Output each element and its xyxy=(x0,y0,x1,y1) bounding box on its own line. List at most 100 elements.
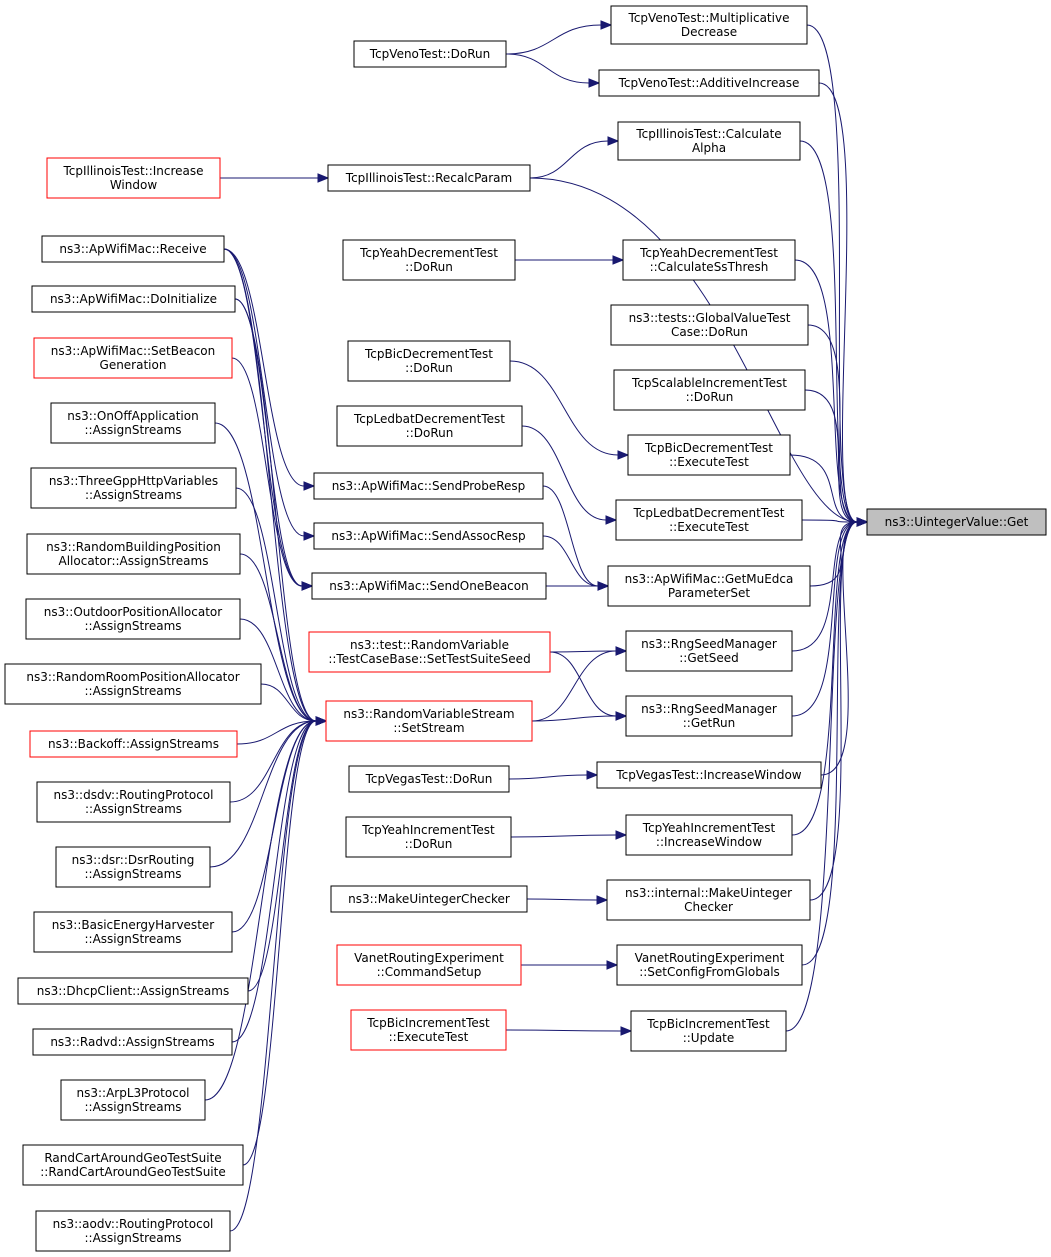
node-label-line: TcpVenoTest::DoRun xyxy=(369,47,490,61)
node-led-exec[interactable]: TcpLedbatDecrementTest::ExecuteTest xyxy=(615,499,803,541)
node-label-line: ::DoRun xyxy=(405,260,453,274)
node-box xyxy=(353,40,507,68)
node-box xyxy=(313,472,544,500)
node-label-line: Window xyxy=(110,178,158,192)
call-edge-ill_incr-to-ill_recalc xyxy=(220,173,330,183)
node-bicinc-exec[interactable]: TcpBicIncrementTest::ExecuteTest xyxy=(350,1009,507,1051)
edge-line xyxy=(531,715,617,722)
node-mk-checker[interactable]: ns3::MakeUintegerChecker xyxy=(330,885,528,913)
node-arp[interactable]: ns3::ArpL3Protocol::AssignStreams xyxy=(60,1079,206,1121)
node-label-line: TcpYeahIncrementTest xyxy=(361,823,495,837)
node-label-line: ::DoRun xyxy=(406,426,454,440)
node-onoff[interactable]: ns3::OnOffApplication::AssignStreams xyxy=(50,402,216,444)
node-box xyxy=(610,5,808,45)
node-rbpa[interactable]: ns3::RandomBuildingPositionAllocator::As… xyxy=(26,533,241,575)
edge-arrowhead xyxy=(588,78,601,88)
edge-arrowhead xyxy=(615,711,628,721)
node-scal-dorun[interactable]: TcpScalableIncrementTest::DoRun xyxy=(613,369,806,411)
node-label-line: TcpIllinoisTest::Increase xyxy=(62,164,203,178)
node-randcart[interactable]: RandCartAroundGeoTestSuite::RandCartArou… xyxy=(22,1144,244,1186)
node-root[interactable]: ns3::UintegerValue::Get xyxy=(866,508,1047,536)
node-ap-assoc[interactable]: ns3::ApWifiMac::SendAssocResp xyxy=(313,522,544,550)
node-label-line: ns3::test::RandomVariable xyxy=(350,638,509,652)
call-edge-vanet_cmd-to-vanet_setcfg xyxy=(521,960,619,970)
node-box xyxy=(345,816,512,858)
node-rroom[interactable]: ns3::RandomRoomPositionAllocator::Assign… xyxy=(4,663,262,705)
node-ill-recalc[interactable]: TcpIllinoisTest::RecalcParam xyxy=(327,164,531,192)
node-label-line: TcpYeahDecrementTest xyxy=(639,246,778,260)
node-aodv[interactable]: ns3::aodv::RoutingProtocol::AssignStream… xyxy=(35,1210,231,1252)
call-edge-rvs_setstream-to-rng_run xyxy=(531,711,628,722)
node-mk-internal[interactable]: ns3::internal::MakeUintegerChecker xyxy=(606,879,811,921)
node-label-line: ns3::OnOffApplication xyxy=(67,409,198,423)
node-label-line: ::AssignStreams xyxy=(84,867,181,881)
node-ap-receive[interactable]: ns3::ApWifiMac::Receive xyxy=(41,235,225,263)
node-vanet-setcfg[interactable]: VanetRoutingExperiment::SetConfigFromGlo… xyxy=(616,944,803,986)
node-rng-run[interactable]: ns3::RngSeedManager::GetRun xyxy=(625,695,793,737)
node-box xyxy=(17,977,249,1005)
node-label-line: ns3::internal::MakeUinteger xyxy=(625,886,792,900)
node-ap-beacon[interactable]: ns3::ApWifiMac::SendOneBeacon xyxy=(311,572,547,600)
call-edge-vegas_dorun-to-vegas_incr xyxy=(508,770,599,780)
node-box xyxy=(50,402,216,444)
node-label-line: ::ExecuteTest xyxy=(389,1030,469,1044)
node-box xyxy=(615,499,803,541)
node-ap-doinit[interactable]: ns3::ApWifiMac::DoInitialize xyxy=(31,285,236,313)
edge-arrowhead xyxy=(615,830,628,840)
node-ap-probe[interactable]: ns3::ApWifiMac::SendProbeResp xyxy=(313,472,544,500)
node-vegas-incr[interactable]: TcpVegasTest::IncreaseWindow xyxy=(596,761,822,789)
node-yeah-dec-dorun[interactable]: TcpYeahDecrementTest::DoRun xyxy=(342,239,516,281)
node-dsdv[interactable]: ns3::dsdv::RoutingProtocol::AssignStream… xyxy=(36,781,231,823)
node-radvd[interactable]: ns3::Radvd::AssignStreams xyxy=(32,1028,233,1056)
edge-line xyxy=(239,553,317,722)
node-label-line: VanetRoutingExperiment xyxy=(354,951,504,965)
node-rng-seed[interactable]: ns3::RngSeedManager::GetSeed xyxy=(625,630,793,672)
call-edge-yeah_dec_dorun-to-yeah_dec_calc xyxy=(515,255,625,265)
node-dhcp[interactable]: ns3::DhcpClient::AssignStreams xyxy=(17,977,249,1005)
edge-line xyxy=(229,720,317,1232)
edge-line xyxy=(807,324,858,523)
edge-arrowhead xyxy=(597,581,610,591)
node-label-line: ns3::ApWifiMac::Receive xyxy=(59,242,206,256)
node-bicdec-exec[interactable]: TcpBicDecrementTest::ExecuteTest xyxy=(627,434,791,476)
edge-line xyxy=(505,1029,622,1032)
node-bicinc-update[interactable]: TcpBicIncrementTest::Update xyxy=(630,1010,787,1052)
call-edge-ap_receive-to-ap_assoc xyxy=(223,248,316,541)
node-ill-incr[interactable]: TcpIllinoisTest::IncreaseWindow xyxy=(46,157,221,199)
node-label-line: TcpVegasTest::DoRun xyxy=(365,772,493,786)
node-rvs-setstream[interactable]: ns3::RandomVariableStream::SetStream xyxy=(325,700,533,742)
node-box xyxy=(32,1028,233,1056)
call-edge-led_dorun-to-led_exec xyxy=(521,425,618,525)
node-label-line: ns3::ApWifiMac::DoInitialize xyxy=(50,292,217,306)
node-yeah-inc-dorun[interactable]: TcpYeahIncrementTest::DoRun xyxy=(345,816,512,858)
call-edge-yeah_inc_dorun-to-yeah_inc_incr xyxy=(510,830,628,840)
node-dsr[interactable]: ns3::dsr::DsrRouting::AssignStreams xyxy=(55,846,211,888)
node-led-dorun[interactable]: TcpLedbatDecrementTest::DoRun xyxy=(336,405,523,447)
node-yeah-dec-calc[interactable]: TcpYeahDecrementTest::CalculateSsThresh xyxy=(622,239,796,281)
node-rv-testcase[interactable]: ns3::test::RandomVariable::TestCaseBase:… xyxy=(308,631,551,673)
node-outdoor[interactable]: ns3::OutdoorPositionAllocator::AssignStr… xyxy=(25,598,241,640)
node-yeah-inc-incr[interactable]: TcpYeahIncrementTest::IncreaseWindow xyxy=(625,814,793,856)
node-backoff[interactable]: ns3::Backoff::AssignStreams xyxy=(29,730,238,758)
node-vegas-dorun[interactable]: TcpVegasTest::DoRun xyxy=(348,765,510,793)
edge-line xyxy=(801,519,858,523)
node-energy[interactable]: ns3::BasicEnergyHarvester::AssignStreams xyxy=(33,911,233,953)
node-vanet-cmd[interactable]: VanetRoutingExperiment::CommandSetup xyxy=(336,944,522,986)
node-veno-dorun[interactable]: TcpVenoTest::DoRun xyxy=(353,40,507,68)
node-box xyxy=(613,369,806,411)
call-edge-dsdv-to-rvs_setstream xyxy=(229,716,328,803)
node-bicdec-dorun[interactable]: TcpBicDecrementTest::DoRun xyxy=(347,340,511,382)
node-threegpp[interactable]: ns3::ThreeGppHttpVariables::AssignStream… xyxy=(30,467,237,509)
node-label-line: ns3::ThreeGppHttpVariables xyxy=(49,474,218,488)
node-veno-add[interactable]: TcpVenoTest::AdditiveIncrease xyxy=(598,69,820,97)
edge-arrowhead xyxy=(301,581,314,591)
call-edge-veno_add-to-root xyxy=(818,82,869,527)
node-label-line: ::ExecuteTest xyxy=(669,455,749,469)
node-label-line: ns3::ArpL3Protocol xyxy=(76,1086,189,1100)
edge-line xyxy=(209,720,317,868)
